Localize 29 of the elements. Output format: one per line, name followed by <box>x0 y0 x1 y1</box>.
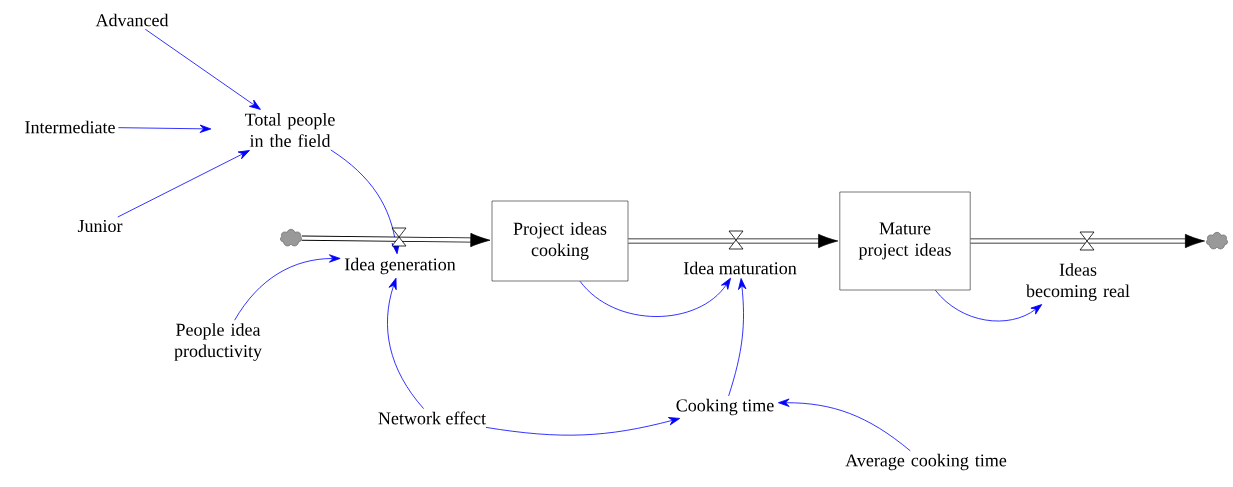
arrow <box>330 149 400 255</box>
variable-label: Advanced <box>95 13 169 27</box>
arrow <box>579 277 731 317</box>
stock-box: Project ideas cooking <box>491 200 629 282</box>
arrow <box>144 28 261 110</box>
arrow <box>118 124 212 133</box>
variable-label: Intermediate <box>25 120 115 134</box>
arrow <box>728 278 747 397</box>
variable-label: Average cooking time <box>845 453 1007 471</box>
cloud-symbol <box>280 229 302 247</box>
variable-label: Cooking time <box>676 398 774 416</box>
variable-label: Total people in the field <box>245 113 335 147</box>
variable-label: People idea productivity <box>174 323 262 361</box>
arrow <box>778 398 911 452</box>
arrow <box>117 150 250 218</box>
arrow <box>934 289 1043 322</box>
arrow <box>234 254 341 321</box>
arrow <box>387 277 424 410</box>
variable-label: Idea generation <box>344 257 456 275</box>
cloud-symbol <box>1206 232 1228 250</box>
variable-label: Junior <box>77 219 123 233</box>
flow-pipe <box>970 233 1205 249</box>
arrow <box>485 417 681 436</box>
variable-label: Idea maturation <box>683 261 797 275</box>
variable-label: Network effect <box>378 411 486 425</box>
variable-label: Ideas becoming real <box>1026 263 1130 301</box>
flow-pipe <box>301 232 491 248</box>
stock-box: Mature project ideas <box>839 191 971 291</box>
flow-pipe <box>628 233 839 249</box>
